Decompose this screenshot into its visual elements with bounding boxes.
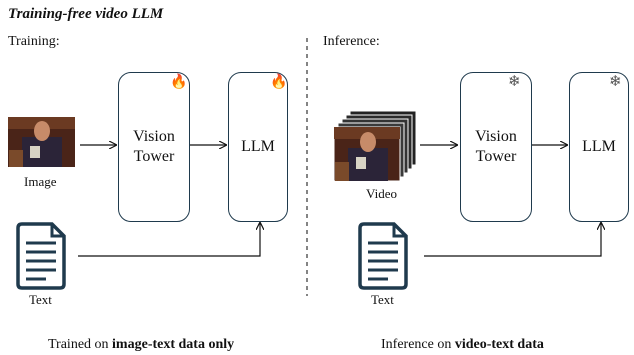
vision-tower-label: Vision Tower xyxy=(133,128,175,165)
document-icon xyxy=(16,222,66,290)
arrow-text-to-llm-inference xyxy=(424,223,601,257)
arrow-text-to-llm xyxy=(78,223,260,257)
llm-label: LLM xyxy=(582,138,616,155)
text-caption: Text xyxy=(29,292,52,307)
image-caption: Image xyxy=(24,174,57,189)
vision-tower-box: Vision Tower xyxy=(118,72,190,222)
training-header: Training: xyxy=(8,34,60,49)
vision-tower-label: Vision Tower xyxy=(475,128,517,165)
training-summary: Trained on image-text data only xyxy=(48,337,235,352)
image-thumbnail xyxy=(8,117,75,167)
fire-icon: 🔥 xyxy=(170,75,188,90)
document-icon xyxy=(358,222,408,290)
snowflake-icon: ❄ xyxy=(508,74,521,90)
llm-box: LLM xyxy=(228,72,288,222)
video-caption: Video xyxy=(366,186,397,201)
inference-header: Inference: xyxy=(323,34,380,49)
text-caption: Text xyxy=(371,292,394,307)
vision-tower-box: Vision Tower xyxy=(460,72,532,222)
diagram-title: Training-free video LLM xyxy=(8,6,164,22)
llm-box: LLM xyxy=(569,72,629,222)
snowflake-icon: ❄ xyxy=(609,74,622,90)
fire-icon: 🔥 xyxy=(270,75,288,90)
inference-summary: Inference on video-text data xyxy=(381,337,544,352)
llm-label: LLM xyxy=(241,138,275,155)
video-stack xyxy=(333,110,417,182)
